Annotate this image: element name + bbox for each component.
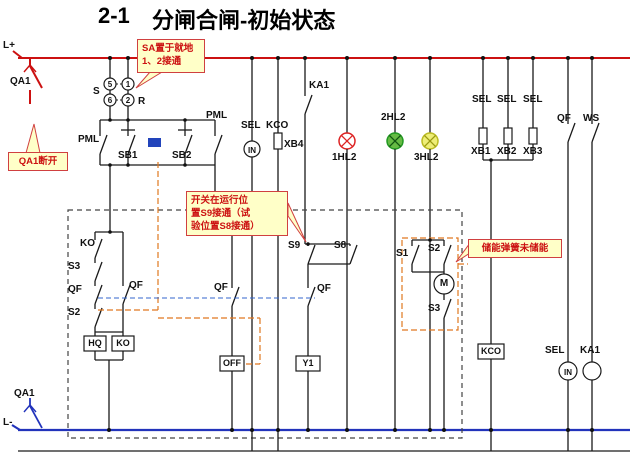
label-pml-left: PML: [78, 134, 100, 145]
label-sel-top: SEL: [241, 120, 261, 131]
label-sel1: SEL: [472, 94, 492, 105]
label-kco-top: KCO: [266, 120, 289, 131]
motor-circle: [433, 273, 455, 300]
label-qa1-top: QA1: [10, 76, 31, 87]
label-s3-left: S3: [68, 261, 81, 272]
ko-coil-box: [95, 335, 135, 430]
s3-contact: [443, 298, 452, 430]
sel-in-indicator-bottom: [558, 361, 578, 430]
callout-pointers: [25, 71, 471, 263]
label-xb4: XB4: [284, 139, 304, 150]
label-xb1: XB1: [471, 146, 491, 157]
label-s3-right: S3: [428, 303, 441, 314]
breaker-dashed-boundary: [67, 209, 463, 439]
kco-xb4-branch: [273, 58, 283, 430]
label-ws: WS: [583, 113, 600, 124]
ws-contact: [591, 58, 600, 362]
callout-spring-uncharged: 储能弹簧未储能: [468, 239, 562, 258]
label-xb3: XB3: [523, 146, 543, 157]
label-pml-mid: PML: [206, 110, 228, 121]
label-qa1-bottom: QA1: [14, 388, 35, 399]
label-l-plus: L+: [3, 40, 15, 51]
qf-right-contact: [307, 264, 316, 356]
hq-coil-box: [83, 335, 107, 360]
label-off-coil: OFF: [223, 358, 241, 368]
s1-s2-contacts: [411, 239, 452, 274]
label-qf-top: QF: [557, 113, 571, 124]
callout-sa-position: SA置于就地 1、2接通: [137, 39, 205, 73]
label-hq-coil: HQ: [88, 338, 102, 348]
label-s1: S1: [396, 248, 409, 259]
kco-coil-box: [477, 343, 505, 430]
qa1-bottom-switch: [23, 398, 43, 429]
label-sa-s: S: [93, 86, 100, 97]
y1-coil-box: [295, 355, 321, 430]
label-ka1-top: KA1: [309, 80, 330, 91]
pml-left-contact: [99, 120, 108, 165]
qf-aux-contact-top: [567, 58, 576, 362]
ko-s3-qf-s2-branch: [94, 231, 123, 336]
sb2-button: [178, 120, 193, 165]
qf-mid-contact: [231, 220, 240, 356]
callout-switch-position: 开关在运行位 置S9接通（试 验位置S8接通）: [186, 191, 288, 236]
ka1-coil-circle: [582, 361, 602, 430]
junction-dots: [107, 56, 594, 432]
sel-xb-links: [478, 58, 538, 344]
lamp-3hl2: [421, 58, 439, 430]
label-in-top: IN: [248, 146, 256, 155]
ka1-contact: [304, 58, 313, 244]
label-sa-6: 6: [107, 96, 113, 105]
orange-linkage-lines: [98, 162, 468, 365]
label-qf-b: QF: [214, 282, 228, 293]
lamp-2hl2: [386, 58, 404, 430]
negative-bus: [11, 424, 630, 432]
qf-aux-branch: [95, 232, 131, 336]
label-motor: M: [439, 278, 449, 289]
label-2hl2: 2HL2: [381, 112, 406, 123]
label-in-bottom: IN: [564, 368, 572, 377]
label-3hl2: 3HL2: [414, 152, 439, 163]
label-s9: S9: [288, 240, 301, 251]
label-xb2: XB2: [497, 146, 517, 157]
label-ka1-bottom: KA1: [580, 345, 601, 356]
label-sb1: SB1: [118, 150, 138, 161]
lamp-1hl2: [338, 58, 356, 430]
label-1hl2: 1HL2: [332, 152, 357, 163]
label-kco-coil: KCO: [481, 346, 501, 356]
label-sel3: SEL: [523, 94, 543, 105]
label-s2-m: S2: [428, 243, 441, 254]
bottom-frame-line: [18, 430, 630, 452]
label-qf-left: QF: [68, 284, 82, 295]
positive-bus: [12, 50, 630, 59]
label-sa-5: 5: [107, 80, 113, 89]
label-y1-coil: Y1: [302, 358, 314, 368]
page-title-number: 2-1: [98, 3, 130, 28]
label-ko-contact: KO: [80, 238, 95, 249]
label-sa-r: R: [138, 96, 146, 107]
s9-s8-contacts: [305, 243, 358, 265]
label-sb2: SB2: [172, 150, 192, 161]
sb1-button: [121, 120, 136, 165]
label-sa-2: 2: [125, 96, 131, 105]
page-title: 分闸合闸-初始状态: [152, 8, 336, 33]
indicator-square: [148, 138, 161, 147]
label-sel-bottom: SEL: [545, 345, 565, 356]
label-qf-c: QF: [317, 283, 331, 294]
off-coil-box: [219, 355, 245, 430]
label-sa-1: 1: [125, 80, 131, 89]
label-s8: S8: [334, 240, 347, 251]
pml-mid-contact: [214, 120, 223, 165]
qa1-top-switch: [23, 58, 43, 104]
label-s2-left: S2: [68, 307, 81, 318]
sel-in-indicator-top: [243, 58, 261, 430]
label-l-minus: L-: [3, 417, 13, 428]
callout-qa1-open: QA1断开: [8, 152, 68, 171]
label-qf-a: QF: [129, 280, 143, 291]
label-sel2: SEL: [497, 94, 517, 105]
label-ko-coil: KO: [116, 338, 130, 348]
sa-selector-contacts: [103, 58, 135, 120]
